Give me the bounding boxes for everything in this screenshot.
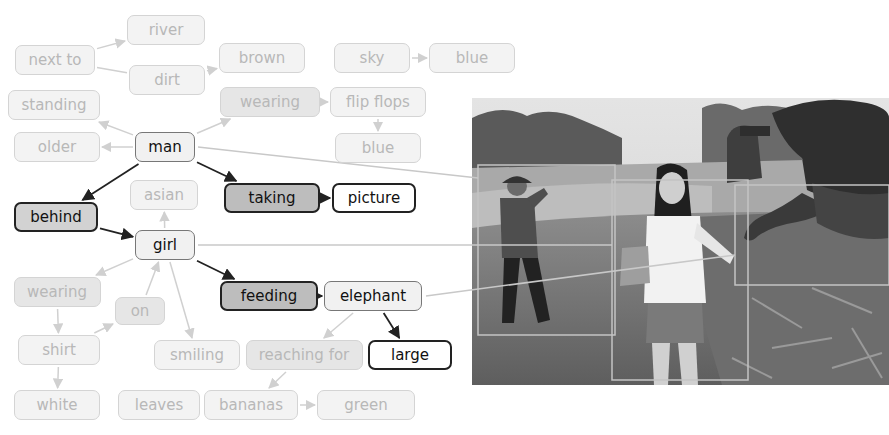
attribute-node: standing <box>8 90 100 120</box>
attribute-node: next to <box>15 45 95 75</box>
node-label: man <box>140 138 189 156</box>
graph-edge <box>197 261 234 279</box>
node-label: older <box>30 138 84 156</box>
object-node: girl <box>135 230 195 260</box>
node-label: smiling <box>162 346 232 364</box>
node-label: leaves <box>127 396 192 414</box>
node-label: bananas <box>211 396 291 414</box>
attribute-node: asian <box>130 180 198 210</box>
attribute-node: older <box>14 132 100 162</box>
node-label: picture <box>340 189 408 207</box>
attribute-node: white <box>14 390 100 420</box>
attribute-node: flip flops <box>330 87 426 117</box>
node-label: standing <box>13 96 94 114</box>
node-label: feeding <box>233 287 305 305</box>
node-label: next to <box>20 51 89 69</box>
attribute-node: picture <box>332 183 416 213</box>
graph-edge <box>384 313 400 338</box>
node-label: sky <box>352 49 393 67</box>
graph-edge <box>164 212 166 228</box>
attribute-node: shirt <box>18 335 100 365</box>
node-label: on <box>123 302 158 320</box>
relation-node: wearing <box>220 87 320 117</box>
node-label: flip flops <box>338 93 418 111</box>
graph-edge <box>146 262 159 295</box>
graph-edge <box>96 259 133 275</box>
graph-edge <box>322 197 330 199</box>
attribute-node: leaves <box>118 390 200 420</box>
attribute-node: green <box>317 390 415 420</box>
node-label: brown <box>231 49 293 67</box>
node-label: behind <box>22 208 89 226</box>
node-label: asian <box>136 186 192 204</box>
node-label: shirt <box>34 341 84 359</box>
node-label: white <box>28 396 85 414</box>
attribute-node: blue <box>429 43 515 73</box>
node-label: dirt <box>146 71 188 89</box>
graph-edge <box>197 162 236 181</box>
attribute-node: blue <box>335 133 421 163</box>
attribute-node: brown <box>219 43 305 73</box>
graph-edge <box>97 68 127 73</box>
graph-edge <box>100 228 133 236</box>
attribute-node: sky <box>334 43 410 73</box>
graph-edge <box>300 404 315 406</box>
node-label: elephant <box>332 287 414 305</box>
graph-edge <box>94 324 113 333</box>
graph-edge <box>97 41 125 49</box>
graph-edge <box>57 309 59 333</box>
graph-edge <box>320 295 322 297</box>
relation-node: behind <box>14 202 98 232</box>
object-node: elephant <box>324 281 422 311</box>
node-label: girl <box>145 236 185 254</box>
node-label: large <box>383 346 437 364</box>
graph-edge <box>57 367 59 388</box>
node-label: taking <box>241 189 304 207</box>
node-label: wearing <box>232 93 308 111</box>
attribute-node: river <box>127 15 205 45</box>
node-label: river <box>141 21 192 39</box>
relation-node: on <box>115 297 165 325</box>
graph-edge <box>269 372 286 388</box>
graph-edge <box>170 262 192 338</box>
relation-node: taking <box>224 183 320 213</box>
relation-node: wearing <box>14 277 101 307</box>
node-label: reaching for <box>251 346 358 364</box>
graph-edge <box>377 119 379 131</box>
graph-edge <box>197 119 230 133</box>
attribute-node: large <box>368 340 452 370</box>
attribute-node: dirt <box>129 65 205 95</box>
node-label: blue <box>448 49 496 67</box>
object-node: man <box>135 132 195 162</box>
graph-edge <box>322 101 328 103</box>
relation-node: reaching for <box>246 340 363 370</box>
graph-edge <box>102 146 133 148</box>
graph-edge <box>99 122 133 135</box>
relation-node: feeding <box>220 281 318 311</box>
node-label: wearing <box>19 283 95 301</box>
node-label: blue <box>354 139 402 157</box>
graph-edge <box>324 313 353 338</box>
graph-edge <box>412 57 427 59</box>
attribute-node: bananas <box>204 390 298 420</box>
node-label: green <box>336 396 395 414</box>
attribute-node: smiling <box>154 340 240 370</box>
graph-edge <box>207 68 217 70</box>
